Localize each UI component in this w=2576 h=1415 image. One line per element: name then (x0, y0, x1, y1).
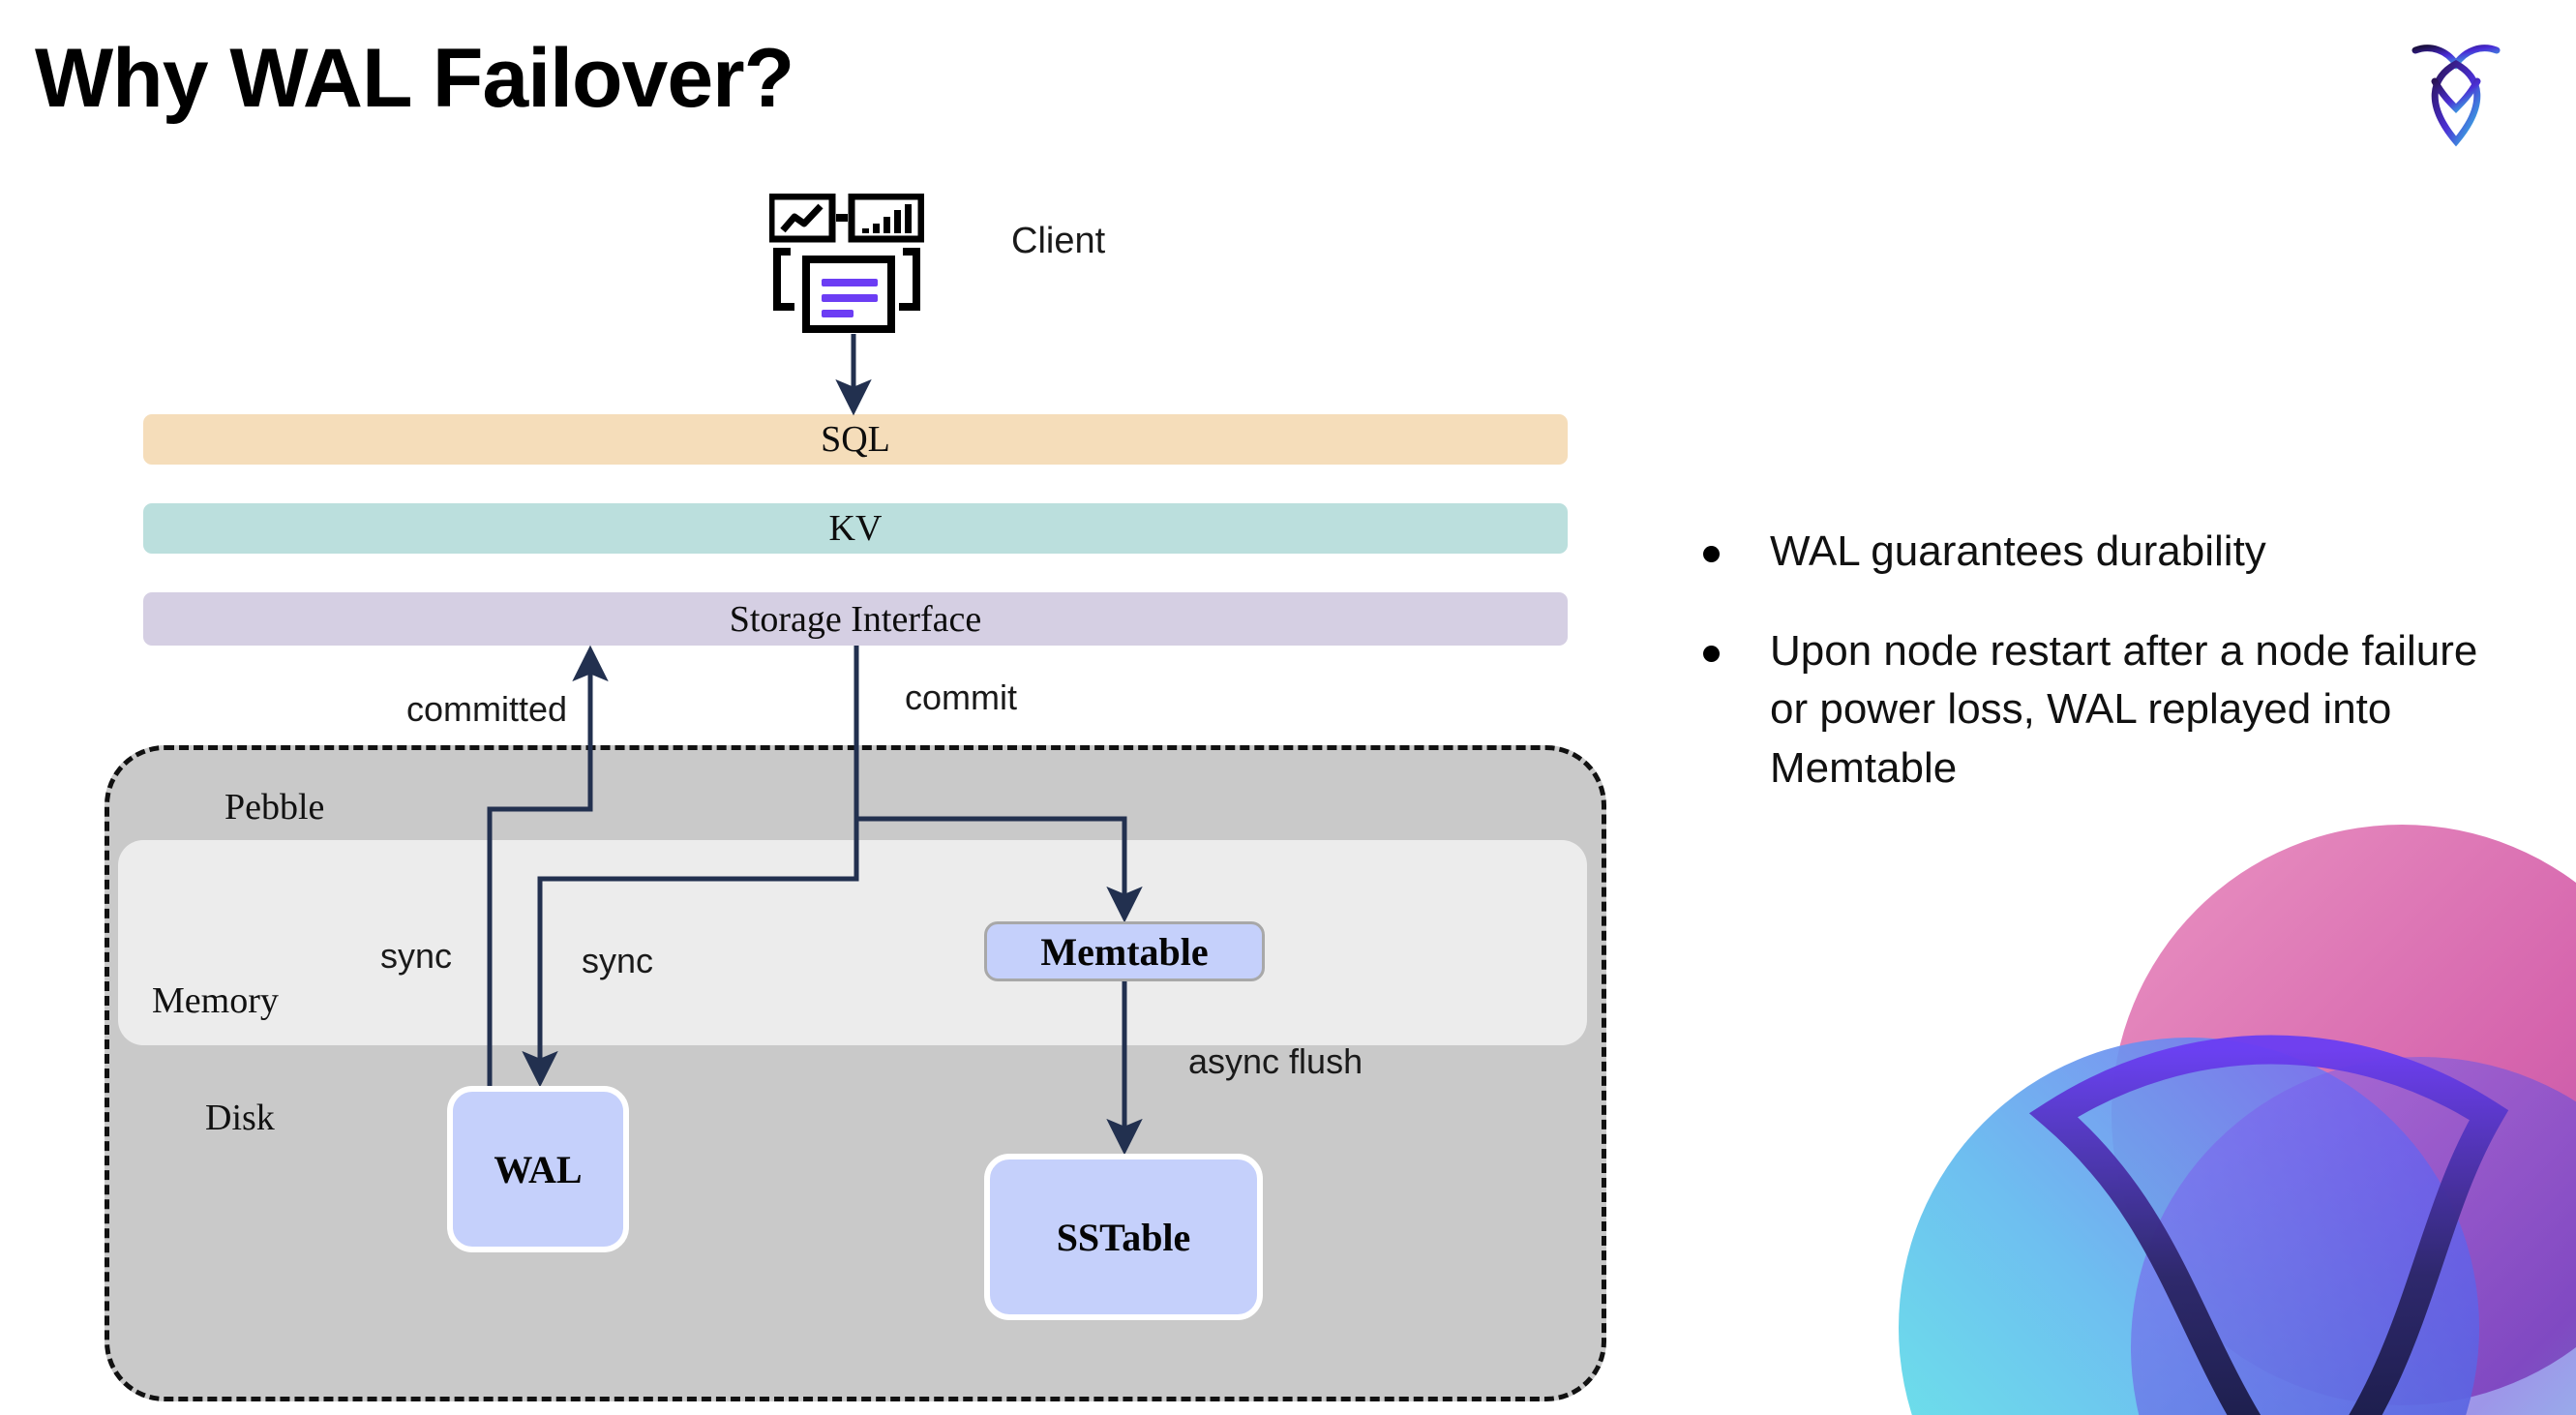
node-memtable: Memtable (984, 921, 1265, 981)
node-label-sstable: SSTable (1056, 1215, 1191, 1259)
layer-label-sql: SQL (821, 419, 890, 460)
edge-label-sync-right: sync (582, 941, 654, 980)
bullet-list: WAL guarantees durability Upon node rest… (1703, 523, 2516, 839)
edge-label-committed: committed (406, 689, 568, 729)
bullet-dot-icon (1703, 546, 1720, 562)
client-label: Client (1011, 221, 1106, 261)
edge-label-async-flush: async flush (1188, 1041, 1363, 1081)
bullet-text: Upon node restart after a node failure o… (1770, 626, 2478, 793)
node-sstable: SSTable (984, 1154, 1263, 1320)
layer-bar-sql: SQL (143, 414, 1568, 465)
cockroachdb-logo (2411, 45, 2501, 147)
layer-label-kv: KV (828, 508, 883, 549)
decorative-logo-watermark (1899, 825, 2576, 1415)
layer-label-storage: Storage Interface (729, 598, 982, 640)
bullet-dot-icon (1703, 645, 1720, 662)
client-dashboard-icon (769, 194, 924, 333)
memory-region (118, 840, 1587, 1045)
list-item: Upon node restart after a node failure o… (1703, 622, 2516, 798)
list-item: WAL guarantees durability (1703, 523, 2516, 582)
node-wal: WAL (447, 1086, 629, 1252)
node-label-wal: WAL (494, 1147, 583, 1191)
pebble-label: Pebble (225, 787, 325, 828)
layer-bar-storage: Storage Interface (143, 592, 1568, 646)
layer-bar-kv: KV (143, 503, 1568, 554)
edge-label-commit: commit (905, 677, 1017, 717)
node-label-memtable: Memtable (1040, 929, 1209, 974)
bullet-text: WAL guarantees durability (1770, 527, 2266, 575)
edge-label-sync-left: sync (380, 936, 453, 976)
memory-label: Memory (152, 980, 279, 1021)
page-title: Why WAL Failover? (35, 32, 794, 125)
disk-label: Disk (205, 1098, 275, 1138)
